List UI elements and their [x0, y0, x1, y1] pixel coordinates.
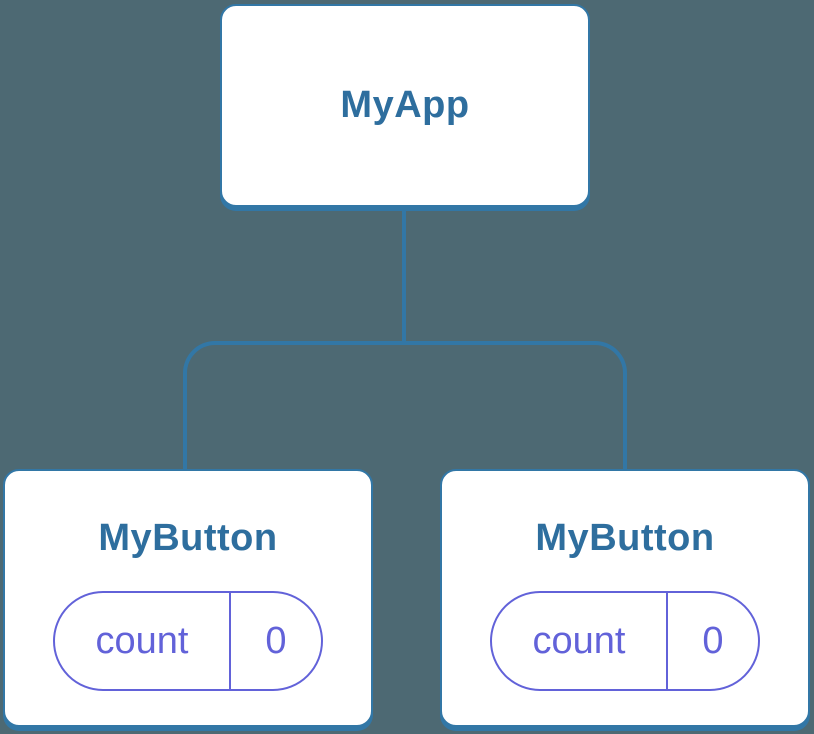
component-node-mybutton-right: MyButton count 0: [440, 469, 810, 727]
pill-divider: [229, 593, 231, 689]
state-key-label: count: [532, 619, 626, 662]
component-label-mybutton-right: MyButton: [535, 517, 715, 559]
connector-fork: [183, 341, 627, 469]
component-label-mybutton-left: MyButton: [98, 517, 278, 559]
pill-divider: [666, 593, 668, 689]
state-value: 0: [702, 619, 724, 662]
state-key-label: count: [95, 619, 189, 662]
connector-stem: [402, 210, 406, 345]
component-label-myapp: MyApp: [340, 84, 470, 126]
state-value: 0: [265, 619, 287, 662]
component-node-myapp: MyApp: [220, 4, 590, 207]
state-pill-left: count 0: [53, 591, 323, 691]
component-node-mybutton-left: MyButton count 0: [3, 469, 373, 727]
state-pill-right: count 0: [490, 591, 760, 691]
